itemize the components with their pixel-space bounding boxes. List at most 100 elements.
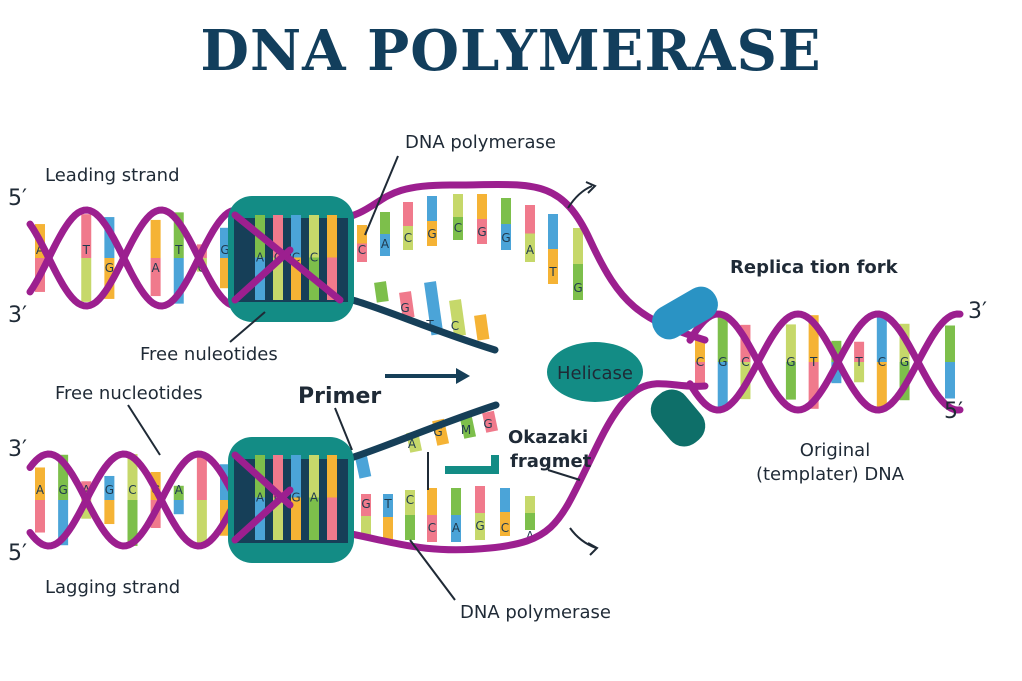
top-left-rung-2-upper	[81, 214, 92, 258]
right-rung-5-letter: T	[809, 355, 818, 369]
top-arm-rung-3-lower	[427, 221, 437, 246]
free-nucleotide-bottom-3	[460, 416, 477, 439]
top-left-rung-6-lower	[173, 258, 184, 304]
top-left-rung-5-lower	[150, 258, 161, 297]
end-marker-top-left-3: 3′	[8, 303, 27, 328]
direction-arrow-head	[456, 368, 470, 384]
right-rung-4-letter: G	[786, 355, 795, 369]
bottom-arm-rung-5-upper	[475, 486, 485, 513]
right-rung-6-lower	[831, 362, 842, 384]
okazaki-label-line2: fragmet	[510, 451, 592, 472]
okazaki-label-line1: Okazaki	[508, 427, 588, 448]
top-arm-rung-4-lower	[453, 217, 463, 240]
top-arm-rung-2-letter: C	[404, 231, 412, 245]
top-left-strand-b	[26, 206, 253, 310]
bottom-left-rung-6-lower	[173, 500, 184, 515]
top-left-rung-2-letter: T	[82, 243, 91, 257]
right-rung-2-letter: C	[741, 355, 749, 369]
right-rung-1-lower	[717, 362, 728, 409]
bottom-left-rung-0-upper	[35, 467, 45, 500]
bottom_poly-core-rung-upper-4	[327, 455, 337, 498]
bottom-left-rung-1-upper	[58, 454, 69, 500]
bottom-left-rung-3-letter: G	[105, 483, 114, 497]
top-arm-rung-4-upper	[453, 194, 463, 217]
lagging-strand-label: Lagging strand	[45, 577, 180, 598]
free-nucleotide-top-letter-1: G	[400, 301, 409, 315]
bottom_poly-core-letter-0: A	[256, 491, 265, 505]
helicase-label: Helicase	[557, 363, 633, 384]
bottom-left-rung-2-lower	[81, 500, 92, 519]
right-rung-8-letter: C	[878, 355, 886, 369]
top_poly-core-letter-3: C	[310, 251, 318, 265]
top_poly-core-rung-lower-1	[273, 257, 283, 300]
top-arm-rung-0-letter: C	[358, 243, 366, 257]
bottom-arm-rung-7-upper	[525, 496, 535, 513]
bottom-arm-rung-4-letter: A	[452, 521, 461, 535]
primer-label: Primer	[298, 384, 381, 409]
bottom-left-rung-0-lower	[35, 500, 45, 533]
free-nucleotide-top-letter-3: C	[451, 319, 459, 333]
bottom-arm-rung-2-upper	[405, 490, 415, 515]
right-rung-8-upper	[876, 315, 887, 362]
free-nucleotides-label: Free nucleotides	[55, 383, 203, 404]
right-strand-a	[686, 310, 964, 414]
pointer-primer	[334, 407, 353, 451]
bottom-left-rung-3-lower	[104, 500, 115, 525]
bottom-arm-rung-0-letter: G	[361, 497, 370, 511]
bottom-arm-rung-0-lower	[361, 516, 371, 538]
free-nucleotide-bottom-4	[482, 410, 499, 433]
bottom_poly-core-rung-lower-3	[309, 497, 319, 540]
base-pair-rungs: ATGATCGAGAGCCACGCGTATCGACCCACGACACGCGGAT…	[35, 194, 955, 546]
right-rung-5-upper	[808, 315, 819, 362]
end-marker-bottom-left-3: 3′	[8, 437, 27, 462]
bottom-left-rung-1-lower	[58, 500, 69, 546]
bottom-arm-rung-5-lower	[475, 513, 485, 540]
right-rung-11-lower	[945, 362, 955, 399]
top-arm-rung-5-letter: G	[477, 225, 486, 239]
right-rung-4-upper	[785, 324, 796, 362]
bottom-arm-rung-2-letter: C	[406, 493, 414, 507]
bottom-left-rung-3-upper	[104, 475, 115, 500]
bottom-arm-rung-1-lower	[383, 517, 393, 540]
top-arm-rung-9-letter: G	[573, 281, 582, 295]
upper-fork-backbone	[326, 180, 709, 344]
top_poly-core-rung-upper-2	[291, 215, 301, 258]
pointer-dna-polymerase-bottom	[409, 539, 456, 601]
helicase-body	[547, 342, 643, 402]
right-rung-9-letter: G	[900, 355, 909, 369]
bottom_poly-core-rung-upper-1	[273, 455, 283, 498]
free-nucleotide-bottom-letter-2: G	[433, 425, 442, 439]
bottom-left-rung-7-upper	[196, 455, 207, 500]
sugar-phosphate-backbones	[26, 180, 964, 554]
free-nucleotide-bottom-letter-1: A	[408, 437, 417, 451]
end-marker-right-3: 3′	[968, 299, 987, 324]
top-left-rung-8-letter: G	[220, 243, 229, 257]
top_poly-core-rung-lower-4	[327, 257, 337, 300]
top-arm-rung-8-letter: T	[548, 265, 557, 279]
top-arm-rung-4-letter: C	[454, 221, 462, 235]
top-arm-rung-0-upper	[357, 225, 367, 244]
arrows-and-lines	[127, 155, 599, 601]
bottom-arm-rung-2-lower	[405, 515, 415, 540]
pointer-free-nuleotides	[229, 311, 266, 343]
bottom-arm-rung-3-letter: C	[428, 521, 436, 535]
bottom_poly-core-letter-2: G	[291, 491, 300, 505]
end-marker-right-5: 5′	[944, 399, 963, 424]
top-arm-rung-2-upper	[403, 202, 413, 226]
end-marker-top-left-5: 5′	[8, 186, 27, 211]
bottom-arm-rung-3-lower	[427, 515, 437, 542]
bottom-left-rung-7-lower	[196, 500, 207, 545]
free-nucleotide-top-4	[474, 314, 490, 341]
bottom-left-rung-4-letter: C	[128, 483, 136, 497]
top-arm-rung-1-upper	[380, 212, 390, 234]
top-poly-crossing-b	[231, 246, 294, 304]
fork-cap-upper	[652, 286, 718, 340]
top-left-rung-6-letter: T	[174, 243, 183, 257]
top-left-rung-0-letter: A	[36, 243, 45, 257]
bottom-left-strand-b	[26, 450, 253, 550]
pointer-okazaki-label	[547, 469, 581, 481]
top-left-rung-8-lower	[220, 258, 230, 289]
bottom_poly-core-rung-lower-1	[273, 497, 283, 540]
bottom_poly-core-rung-lower-4	[327, 497, 337, 540]
